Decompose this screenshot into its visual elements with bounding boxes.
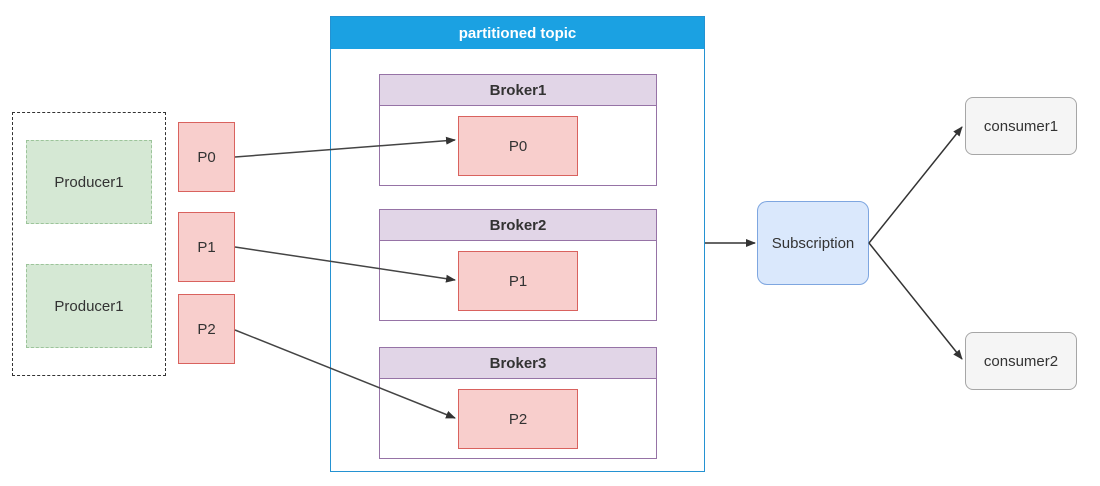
broker-2-title: Broker2 [380, 210, 656, 241]
producer-group: Producer1 Producer1 [12, 112, 166, 376]
producer-box-2[interactable]: Producer1 [26, 264, 152, 348]
topic-title: partitioned topic [331, 17, 704, 49]
broker-3-title: Broker3 [380, 348, 656, 379]
consumer-box-2[interactable]: consumer2 [965, 332, 1077, 390]
partition-p0-source[interactable]: P0 [178, 122, 235, 192]
broker-1-title: Broker1 [380, 75, 656, 106]
partition-p2-source[interactable]: P2 [178, 294, 235, 364]
broker-1-partition-p0[interactable]: P0 [458, 116, 578, 176]
broker-2-partition-p1[interactable]: P1 [458, 251, 578, 311]
broker-1[interactable]: Broker1 P0 [379, 74, 657, 186]
partitioned-topic-container: partitioned topic Broker1 P0 Broker2 P1 … [330, 16, 705, 472]
subscription-box[interactable]: Subscription [757, 201, 869, 285]
arrow-subscription-to-consumer1 [868, 126, 963, 244]
broker-2[interactable]: Broker2 P1 [379, 209, 657, 321]
arrow-subscription-to-consumer2 [868, 242, 963, 360]
producer-box-1[interactable]: Producer1 [26, 140, 152, 224]
broker-3[interactable]: Broker3 P2 [379, 347, 657, 459]
partition-p1-source[interactable]: P1 [178, 212, 235, 282]
broker-3-partition-p2[interactable]: P2 [458, 389, 578, 449]
consumer-box-1[interactable]: consumer1 [965, 97, 1077, 155]
